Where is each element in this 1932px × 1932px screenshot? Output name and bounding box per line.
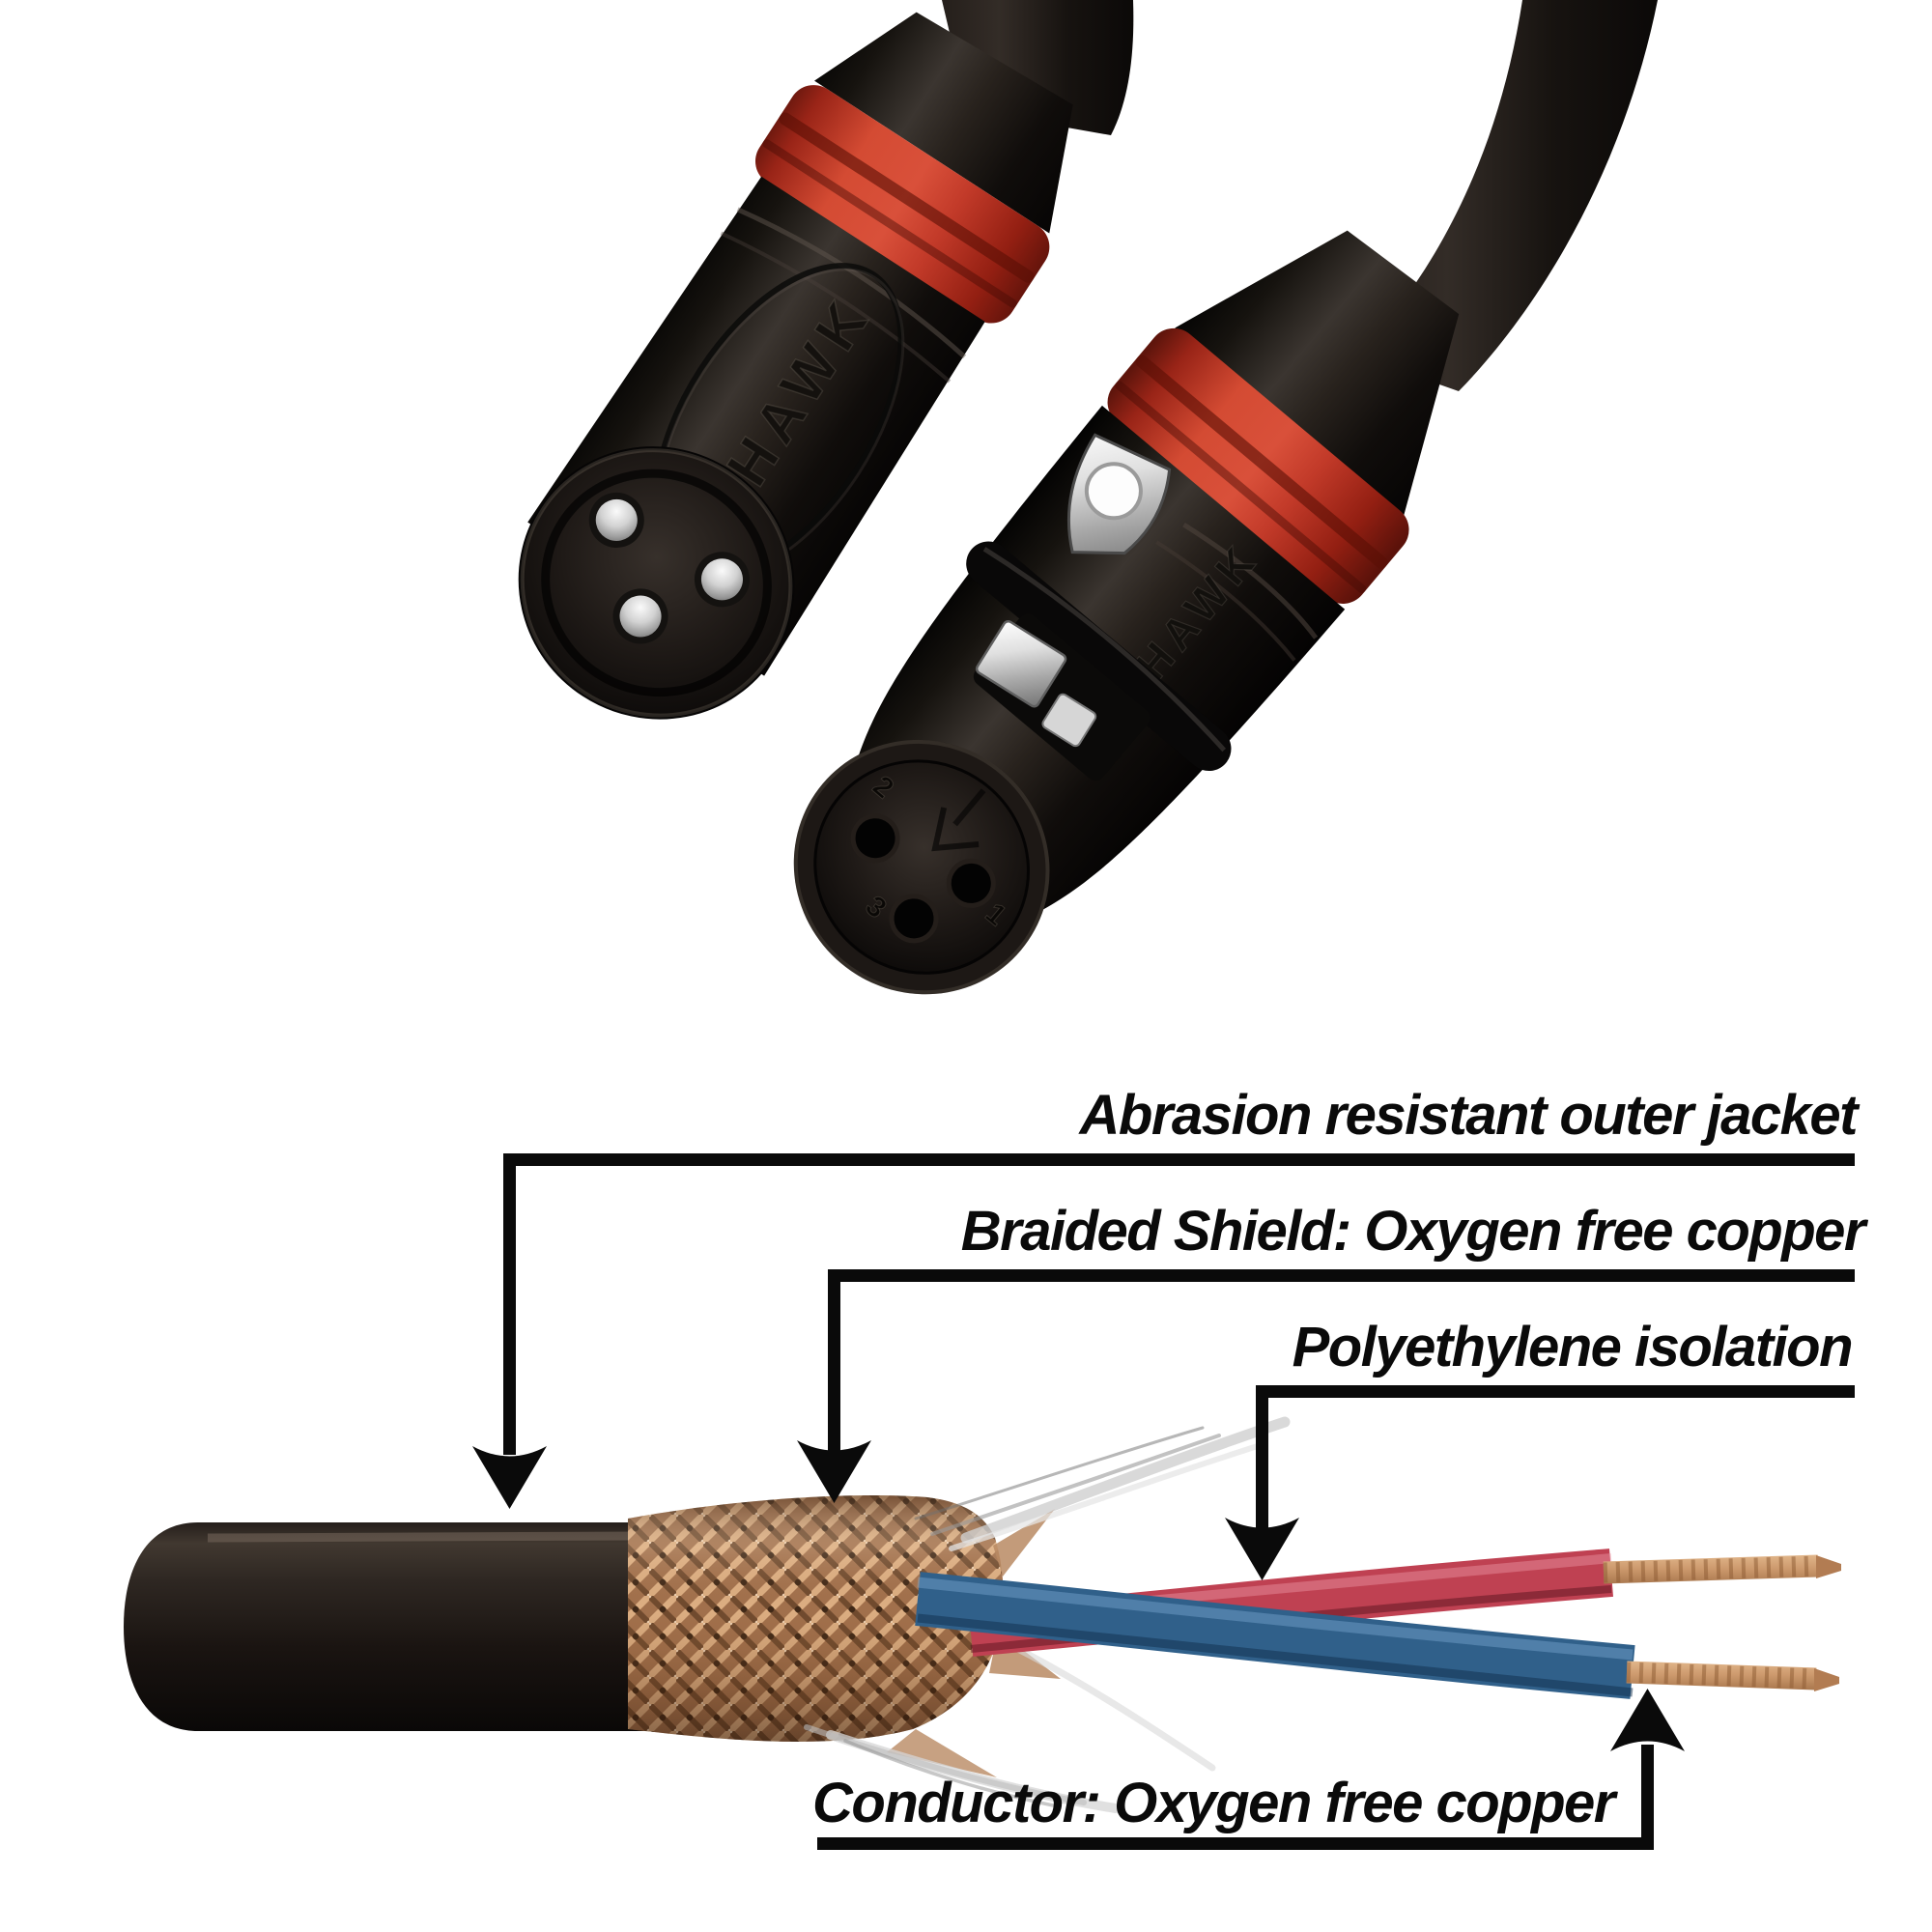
arrow-down-icon (1225, 1518, 1299, 1580)
female-latch-hole (1084, 462, 1143, 521)
copper-tip-blue (1814, 1668, 1839, 1691)
male-pins (588, 492, 750, 644)
callout-isolation (1225, 1385, 1855, 1580)
female-boot (1175, 230, 1460, 520)
female-cable (1357, 0, 1658, 391)
male-barrel-rib-2 (720, 231, 952, 384)
female-holes (850, 813, 996, 944)
copper-conductor-red (1603, 1554, 1841, 1584)
female-hole-2-icon (850, 813, 900, 864)
filler-strands (804, 1416, 1291, 1813)
female-face (813, 759, 1031, 975)
female-keyway-groove (931, 807, 980, 852)
jacket-highlight (207, 1531, 639, 1543)
mesh-fray-bottom (887, 1729, 997, 1777)
callout-lines (472, 1153, 1855, 1850)
label-conductor: Conductor: Oxygen free copper (812, 1772, 1615, 1834)
female-contact-tab (975, 619, 1067, 708)
braided-shield (628, 1495, 1061, 1777)
blue-wire (915, 1572, 1635, 1699)
female-collar-ring (966, 541, 1232, 772)
outer-jacket (124, 1522, 657, 1731)
callout-outer-jacket (472, 1153, 1855, 1509)
female-ring-groove (1135, 355, 1388, 569)
male-boot (814, 12, 1073, 234)
arrow-down-icon (472, 1446, 547, 1509)
female-hole-3-icon (889, 894, 939, 944)
female-barrel-rib-2 (1155, 540, 1296, 662)
male-pin-2-icon (694, 552, 750, 608)
arrow-up-icon (1610, 1689, 1685, 1751)
copper-conductor-blue (1626, 1661, 1839, 1691)
male-face (518, 446, 795, 720)
male-face-bevel (520, 448, 793, 718)
copper-tip-red (1816, 1555, 1841, 1578)
female-key-slot (952, 788, 986, 827)
arrow-down-icon (797, 1440, 871, 1503)
label-outer-jacket: Abrasion resistant outer jacket (1079, 1084, 1859, 1147)
label-isolation: Polyethylene isolation (1292, 1316, 1854, 1378)
male-ring-groove (779, 112, 1035, 283)
callout-braided-shield (797, 1269, 1855, 1503)
male-face-inner-ring (541, 469, 772, 697)
female-hole-1-icon (946, 858, 996, 908)
male-xlr-connector: HAWK (518, 0, 1134, 720)
female-contact-tab-small (1041, 693, 1097, 748)
female-barrel-rib (1182, 522, 1319, 639)
female-ring-groove-2 (1115, 381, 1367, 594)
female-face-bevel (793, 739, 1050, 995)
callout-conductor (817, 1689, 1685, 1850)
female-collar-highlight (982, 547, 1227, 753)
cable-cross-section (124, 1416, 1841, 1813)
mesh-fray-top (993, 1509, 1055, 1577)
female-xlr-connector: HAWK 2 1 3 (793, 0, 1658, 995)
male-ring-groove-2 (762, 139, 1017, 308)
label-braided-shield: Braided Shield: Oxygen free copper (960, 1200, 1866, 1263)
braided-shield-shading (628, 1495, 1004, 1743)
male-barrel-rib (736, 207, 967, 359)
male-pin-3-icon (612, 588, 668, 644)
male-pin-1-icon (588, 492, 644, 548)
